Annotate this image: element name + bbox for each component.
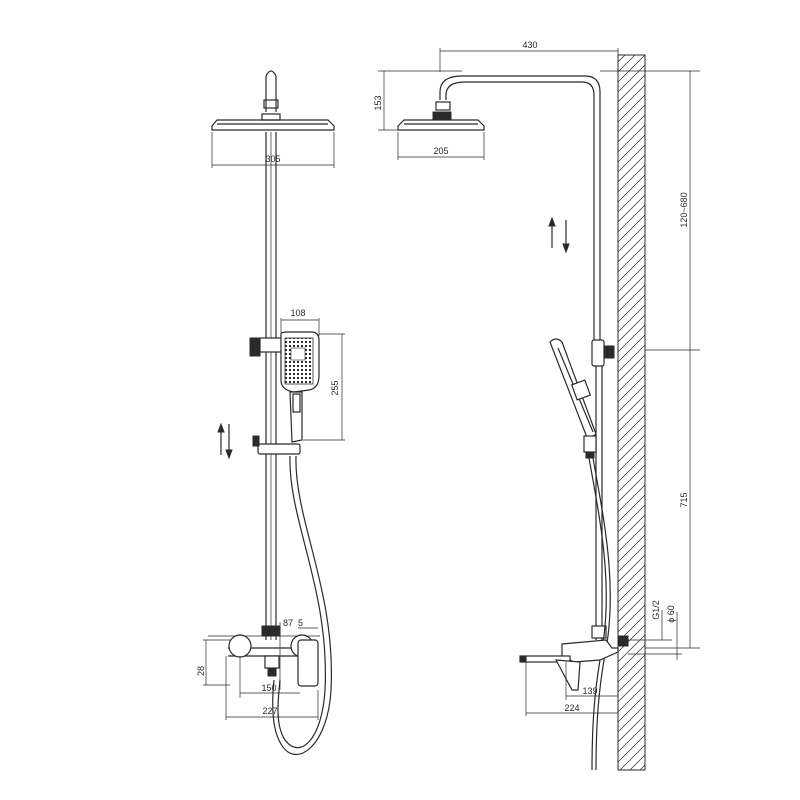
dim-arm-length: 430 [439, 40, 619, 72]
label-mixer-height: 28 [196, 666, 206, 676]
shower-arm-side [432, 75, 601, 350]
label-head-width-side: 205 [433, 146, 448, 156]
label-mixer-227: 227 [262, 706, 277, 716]
shower-rail-front [265, 132, 277, 640]
label-diameter: ϕ 60 [666, 605, 676, 623]
label-handshower-width: 108 [290, 308, 305, 318]
shower-rail-side [591, 339, 615, 640]
label-rail-height: 715 [679, 492, 689, 507]
label-spout-139: 139 [582, 686, 597, 696]
dim-head-width-side: 205 [397, 132, 485, 160]
front-view: 305 108 [196, 70, 345, 756]
label-head-width-front: 305 [265, 154, 280, 164]
mixer-front [208, 625, 320, 687]
hose-side [588, 457, 611, 771]
dim-heights: 120~680 715 [600, 70, 700, 649]
slide-arrows-front [217, 422, 233, 460]
hand-shower-side [549, 338, 597, 459]
label-mixer-150: 150 [261, 683, 276, 693]
dim-handshower-height: 255 [303, 333, 345, 441]
label-head-height-side: 153 [373, 95, 383, 110]
rain-shower-head-front [211, 113, 335, 131]
label-spout-224: 224 [564, 703, 579, 713]
dim-head-width-front: 305 [211, 132, 335, 168]
rain-shower-head-side [397, 119, 485, 131]
wall-section [617, 54, 646, 771]
hose-front [272, 455, 333, 756]
label-height-range: 120~680 [679, 192, 689, 227]
slide-arrows-side [548, 216, 570, 254]
label-arm-length: 430 [522, 40, 537, 50]
label-mixer-5: 5 [298, 618, 303, 628]
dim-head-height-side: 153 [373, 70, 462, 131]
dim-thread: G1/2 ϕ 60 [651, 600, 678, 660]
side-view: 430 153 205 120~680 715 [373, 40, 700, 771]
hand-shower-front [249, 331, 320, 455]
mixer-spout-side [519, 635, 682, 691]
dim-handshower-width: 108 [280, 308, 320, 336]
dim-mixer: 87 5 28 150 227 [196, 618, 319, 720]
dim-spout: 139 224 [525, 662, 619, 716]
label-thread: G1/2 [651, 600, 661, 620]
label-mixer-87: 87 [283, 618, 293, 628]
label-handshower-height: 255 [330, 380, 340, 395]
